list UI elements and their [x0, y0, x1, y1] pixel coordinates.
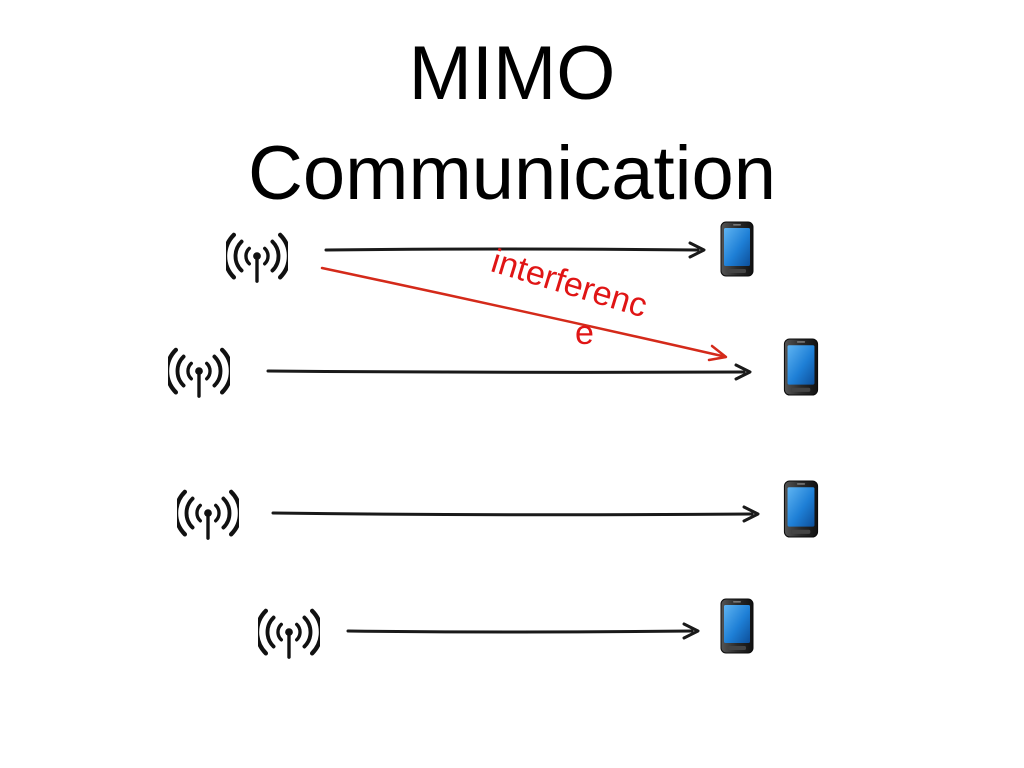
antenna-broadcast-icon: [225, 235, 289, 281]
signal-arrow: [266, 363, 752, 381]
signal-arrow: [324, 241, 706, 259]
smartphone-icon: [783, 480, 819, 538]
antenna-broadcast-icon: [257, 611, 321, 657]
slide-title: MIMO Communication: [0, 24, 1024, 224]
interference-label-wrap: e: [575, 314, 594, 352]
slide-title-line-2: Communication: [248, 131, 776, 216]
antenna-broadcast-icon: [176, 492, 240, 538]
signal-arrow: [346, 622, 700, 640]
interference-arrow: [320, 266, 728, 362]
slide-title-line-1: MIMO: [408, 31, 616, 116]
smartphone-icon: [720, 221, 754, 277]
signal-arrow: [271, 505, 760, 523]
smartphone-icon: [783, 338, 819, 396]
smartphone-icon: [720, 598, 754, 654]
antenna-broadcast-icon: [167, 350, 231, 396]
